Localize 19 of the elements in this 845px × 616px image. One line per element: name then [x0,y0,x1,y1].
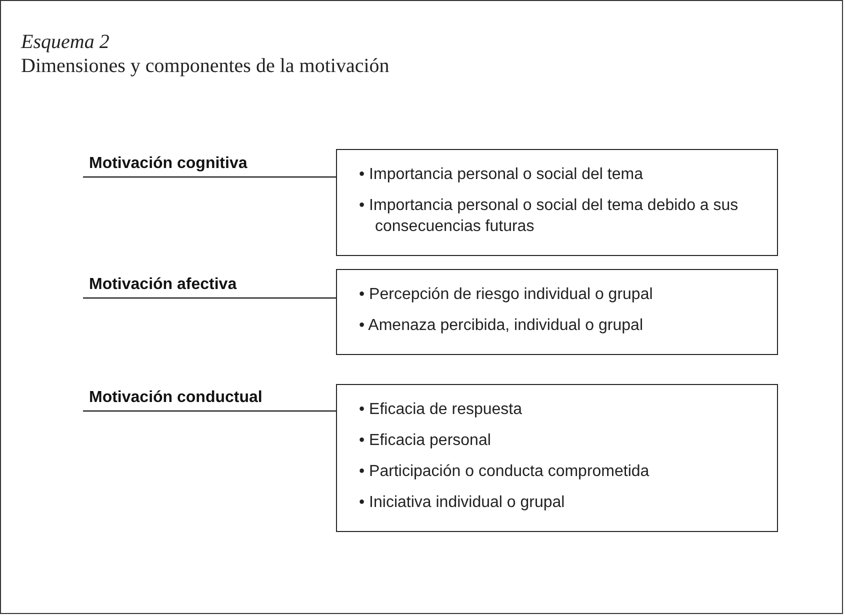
list-item: • Iniciativa individual o grupal [359,493,566,513]
figure-title: Dimensiones y componentes de la motivación [21,55,390,78]
list-item: • Percepción de riesgo individual o grupal [359,285,654,305]
figure-number: Esquema 2 [21,31,110,54]
list-item: • Eficacia personal [359,431,492,451]
connector-line [83,297,336,299]
dimension-label: Motivación afectiva [83,272,336,298]
connector-line [83,410,336,412]
component-list-box [336,384,778,532]
list-item: • Amenaza percibida, individual o grupal [359,316,644,336]
component-list-box [336,269,778,355]
connector-line [83,176,336,178]
dimension-label: Motivación cognitiva [83,151,336,177]
list-item: • Importancia personal o social del tema [359,165,644,185]
list-item: • Importancia personal o social del tema debido a sus consecuencias futuras [359,196,740,237]
dimension-label: Motivación conductual [83,385,336,411]
list-item: • Participación o conducta comprometida [359,462,650,482]
list-item: • Eficacia de respuesta [359,400,524,420]
component-list-box [336,149,778,256]
